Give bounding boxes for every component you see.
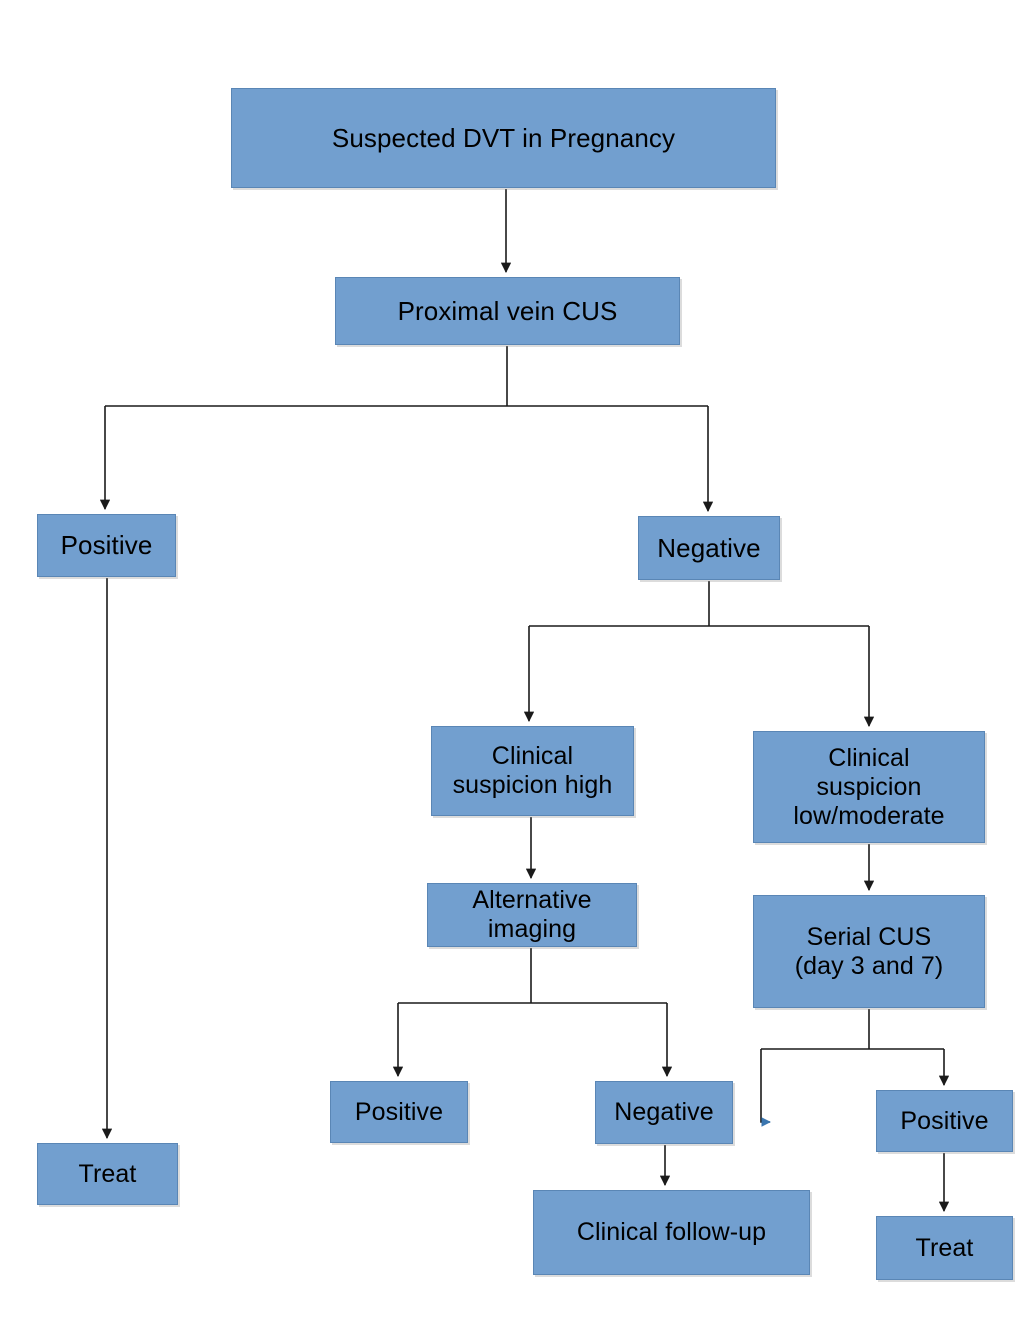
node-suspicion-high[interactable]: Clinical suspicion high	[431, 726, 634, 816]
edge-serialcus-to-negative	[760, 1049, 771, 1127]
node-alternative-imaging[interactable]: Alternative imaging	[427, 883, 637, 947]
node-alt-imaging-positive[interactable]: Positive	[330, 1081, 468, 1143]
node-treat-right[interactable]: Treat	[876, 1216, 1013, 1280]
node-alt-imaging-negative[interactable]: Negative	[595, 1081, 733, 1144]
node-cus-positive[interactable]: Positive	[37, 514, 176, 577]
node-cus-negative[interactable]: Negative	[638, 516, 780, 580]
node-suspected-dvt[interactable]: Suspected DVT in Pregnancy	[231, 88, 776, 188]
node-suspicion-low-moderate[interactable]: Clinical suspicion low/moderate	[753, 731, 985, 843]
node-serial-cus-positive[interactable]: Positive	[876, 1090, 1013, 1152]
node-proximal-vein-cus[interactable]: Proximal vein CUS	[335, 277, 680, 345]
node-treat-left[interactable]: Treat	[37, 1143, 178, 1205]
node-serial-cus[interactable]: Serial CUS (day 3 and 7)	[753, 895, 985, 1008]
node-clinical-followup[interactable]: Clinical follow-up	[533, 1190, 810, 1275]
